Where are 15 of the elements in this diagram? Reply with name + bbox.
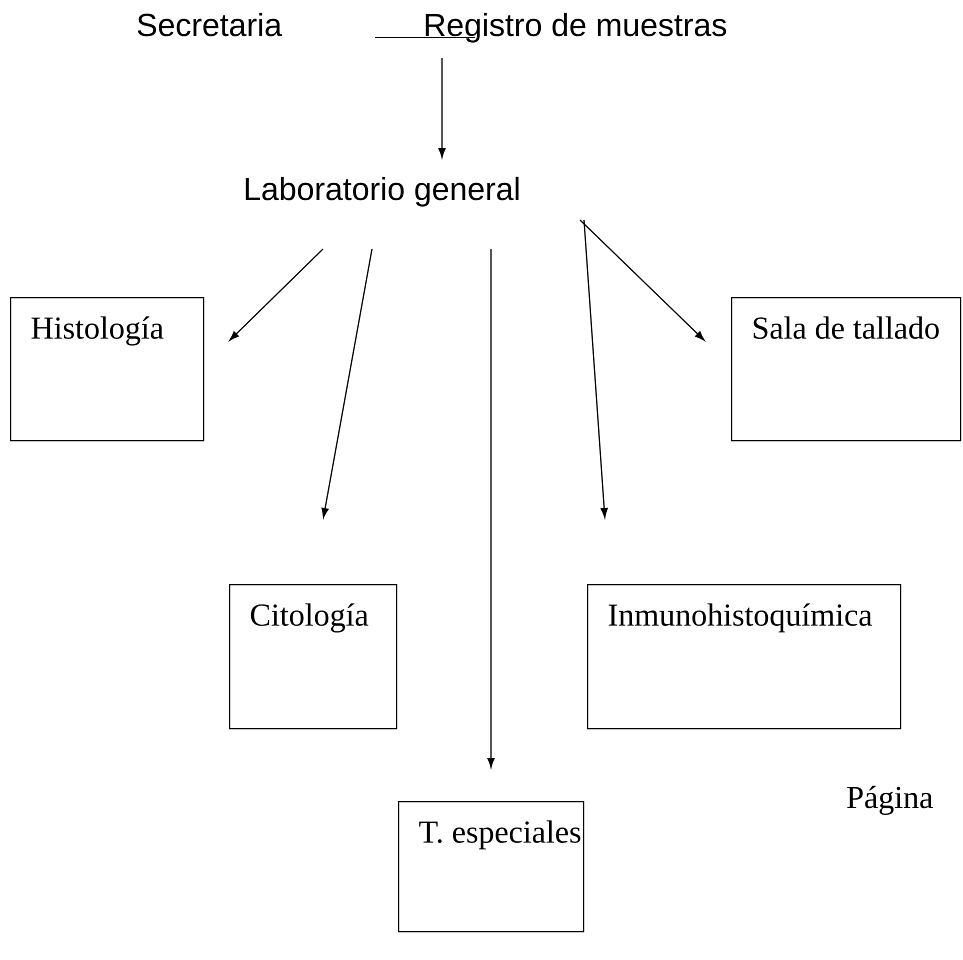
process-box: Histología: [10, 297, 204, 442]
arrow: [580, 220, 704, 341]
text-label: Página: [847, 786, 933, 815]
arrow: [322, 248, 373, 518]
arrow: [583, 220, 608, 518]
process-box: T. especiales: [398, 801, 584, 932]
process-box: Inmunohistoquímica: [587, 584, 902, 730]
process-box: Sala de tallado: [731, 297, 962, 442]
text-label: Secretaria: [138, 12, 282, 36]
node-label: Laboratorio general: [246, 176, 518, 207]
arrow: [487, 249, 495, 768]
process-box: Citología: [229, 584, 398, 730]
arrow: [438, 58, 446, 158]
arrow: [230, 248, 324, 341]
node-label: Registro de muestras: [426, 12, 726, 43]
